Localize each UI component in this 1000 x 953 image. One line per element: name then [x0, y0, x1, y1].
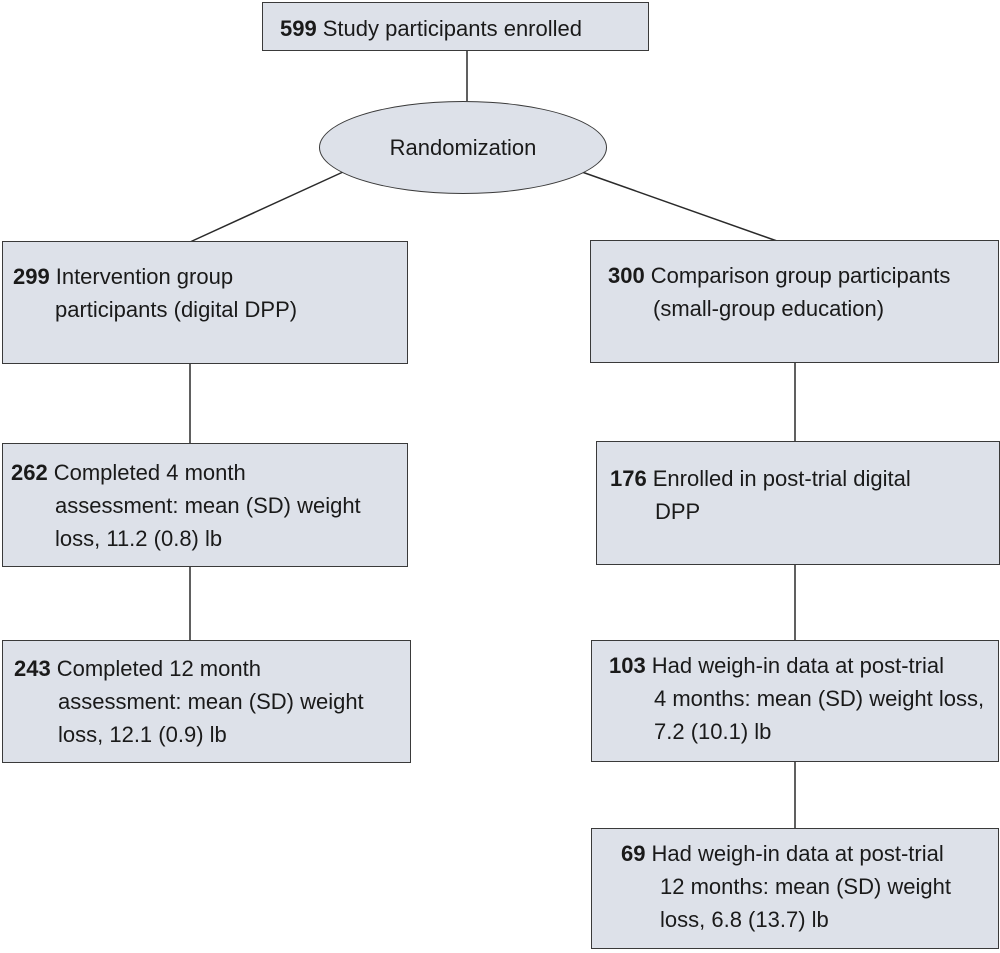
- right-4-month-count: 103: [609, 653, 646, 678]
- randomization-node: Randomization: [319, 101, 607, 194]
- connector-randomization-to-intervention: [189, 171, 344, 243]
- intervention-count: 299: [13, 264, 50, 289]
- intervention-label-rest: participants (digital DPP): [55, 297, 298, 322]
- right-enrolled-label-rest: DPP: [655, 499, 701, 524]
- enrolled-label: Study participants enrolled: [322, 16, 582, 41]
- comparison-label-rest: (small-group education): [653, 296, 885, 321]
- comparison-count: 300: [608, 263, 645, 288]
- left-12-month-label-rest: assessment: mean (SD) weight loss, 12.1 …: [58, 689, 364, 747]
- left-4-month-count: 262: [11, 460, 48, 485]
- connector-randomization-to-comparison: [581, 171, 778, 242]
- enrolled-count: 599: [280, 16, 317, 41]
- right-12-month-label-line1: Had weigh-in data at post-trial: [651, 841, 944, 866]
- left-12-month-count: 243: [14, 656, 51, 681]
- left-4-month-label-rest: assessment: mean (SD) weight loss, 11.2 …: [55, 493, 361, 551]
- comparison-label-line1: Comparison group participants: [650, 263, 951, 288]
- right-12-month-label-rest: 12 months: mean (SD) weight loss, 6.8 (1…: [660, 874, 952, 932]
- randomization-label: Randomization: [389, 134, 537, 160]
- right-4-month-label-rest: 4 months: mean (SD) weight loss, 7.2 (10…: [654, 686, 985, 744]
- right-enrolled-label-line1: Enrolled in post-trial digital: [652, 466, 911, 491]
- left-12-month-label-line1: Completed 12 month: [56, 656, 261, 681]
- right-enrolled-count: 176: [610, 466, 647, 491]
- right-12-month-count: 69: [621, 841, 646, 866]
- intervention-label-line1: Intervention group: [55, 264, 234, 289]
- right-4-month-label-line1: Had weigh-in data at post-trial: [651, 653, 944, 678]
- left-4-month-label-line1: Completed 4 month: [53, 460, 246, 485]
